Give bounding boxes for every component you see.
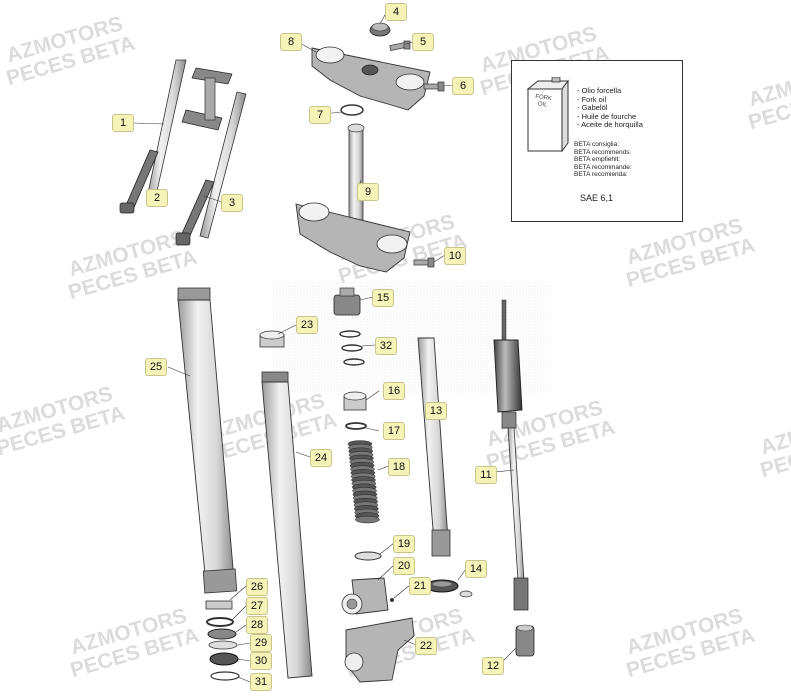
part-6-bolt xyxy=(423,81,445,92)
part-31-clip xyxy=(210,671,240,681)
part-22-fork-foot xyxy=(344,617,415,683)
callout-2[interactable]: 2 xyxy=(146,189,168,207)
callout-11[interactable]: 11 xyxy=(475,466,497,484)
part-10-bolt xyxy=(413,257,435,268)
part-32-o-rings xyxy=(339,330,365,366)
part-27-seal xyxy=(206,617,234,627)
recommendation-line: BETA consiglia: xyxy=(574,141,620,148)
callout-18[interactable]: 18 xyxy=(388,458,410,476)
callout-17[interactable]: 17 xyxy=(383,422,405,440)
part-24-inner-tube xyxy=(261,371,313,679)
callout-19[interactable]: 19 xyxy=(393,535,415,553)
part-12-valve xyxy=(515,624,535,657)
part-29-washer xyxy=(208,640,238,650)
oil-grade: SAE 6,1 xyxy=(580,193,614,203)
callout-1[interactable]: 1 xyxy=(112,114,134,132)
spring-coil xyxy=(355,515,380,524)
callout-21[interactable]: 21 xyxy=(409,577,431,595)
part-25-outer-tube xyxy=(177,287,238,594)
callout-9[interactable]: 9 xyxy=(357,183,379,201)
part-15-fork-cap xyxy=(333,287,361,316)
part-4-cap xyxy=(369,22,391,37)
callout-14[interactable]: 14 xyxy=(465,560,487,578)
part-17-washer xyxy=(345,422,367,430)
part-20-axle-clamp xyxy=(341,577,389,615)
part-26-ring xyxy=(205,600,233,610)
callout-5[interactable]: 5 xyxy=(412,33,434,51)
callout-29[interactable]: 29 xyxy=(250,634,272,652)
part-5-bolt xyxy=(389,40,411,52)
oil-can-icon xyxy=(526,77,569,153)
recommendation-line: BETA recommande: xyxy=(574,163,632,171)
callout-10[interactable]: 10 xyxy=(444,247,466,265)
callout-6[interactable]: 6 xyxy=(452,77,474,95)
recommendation-line: BETA recomienda: xyxy=(574,171,628,179)
callout-13[interactable]: 13 xyxy=(425,402,447,420)
callout-12[interactable]: 12 xyxy=(482,657,504,675)
part-30-dust-seal xyxy=(209,652,239,666)
oil-name-line: - Huile de fourche xyxy=(577,111,637,121)
callout-31[interactable]: 31 xyxy=(250,673,272,691)
callout-27[interactable]: 27 xyxy=(246,597,268,615)
recommendation-line: BETA recommends: xyxy=(574,148,632,156)
part-28-seal xyxy=(207,628,237,640)
part-23-bushing xyxy=(259,330,285,348)
part-9-lower-triple-clamp xyxy=(295,123,411,273)
callout-32[interactable]: 32 xyxy=(375,337,397,355)
part-18-spring xyxy=(347,440,380,524)
oil-name-line: - Olio forcella xyxy=(577,86,622,95)
oil-name-line: - Fork oil xyxy=(577,94,607,104)
part-13-cartridge-tube xyxy=(417,337,451,557)
part-11-damper-rod xyxy=(493,299,529,611)
callout-16[interactable]: 16 xyxy=(383,382,405,400)
recommendation-list: BETA consiglia: BETA recommends: BETA em… xyxy=(574,141,632,179)
callout-4[interactable]: 4 xyxy=(385,3,407,21)
oil-name-list: - Olio forcella - Fork oil - Gabelöl - H… xyxy=(577,86,643,130)
part-14-seal xyxy=(425,579,473,598)
part-7-o-ring xyxy=(340,104,364,116)
callout-28[interactable]: 28 xyxy=(246,616,268,634)
part-1-fork-assembly xyxy=(119,59,247,246)
callout-26[interactable]: 26 xyxy=(246,578,268,596)
part-8-upper-triple-clamp xyxy=(311,46,431,111)
part-19-ring xyxy=(354,551,382,561)
callout-15[interactable]: 15 xyxy=(372,289,394,307)
callout-30[interactable]: 30 xyxy=(250,652,272,670)
oil-name-line: - Gabelöl xyxy=(577,103,608,113)
oil-name-line: - Aceite de horquilla xyxy=(577,120,643,130)
callout-8[interactable]: 8 xyxy=(280,33,302,51)
recommendation-line: BETA empfiehlt: xyxy=(574,156,621,164)
callout-23[interactable]: 23 xyxy=(296,316,318,334)
callout-22[interactable]: 22 xyxy=(415,637,437,655)
part-21-pin xyxy=(390,598,394,602)
callout-7[interactable]: 7 xyxy=(309,106,331,124)
callout-24[interactable]: 24 xyxy=(310,449,332,467)
fork-oil-info-box: FORK OIL - Olio forcella - Fork oil - Ga… xyxy=(511,60,683,222)
callout-3[interactable]: 3 xyxy=(221,194,243,212)
part-16-spacer xyxy=(343,391,367,411)
callout-25[interactable]: 25 xyxy=(145,358,167,376)
callout-20[interactable]: 20 xyxy=(393,557,415,575)
